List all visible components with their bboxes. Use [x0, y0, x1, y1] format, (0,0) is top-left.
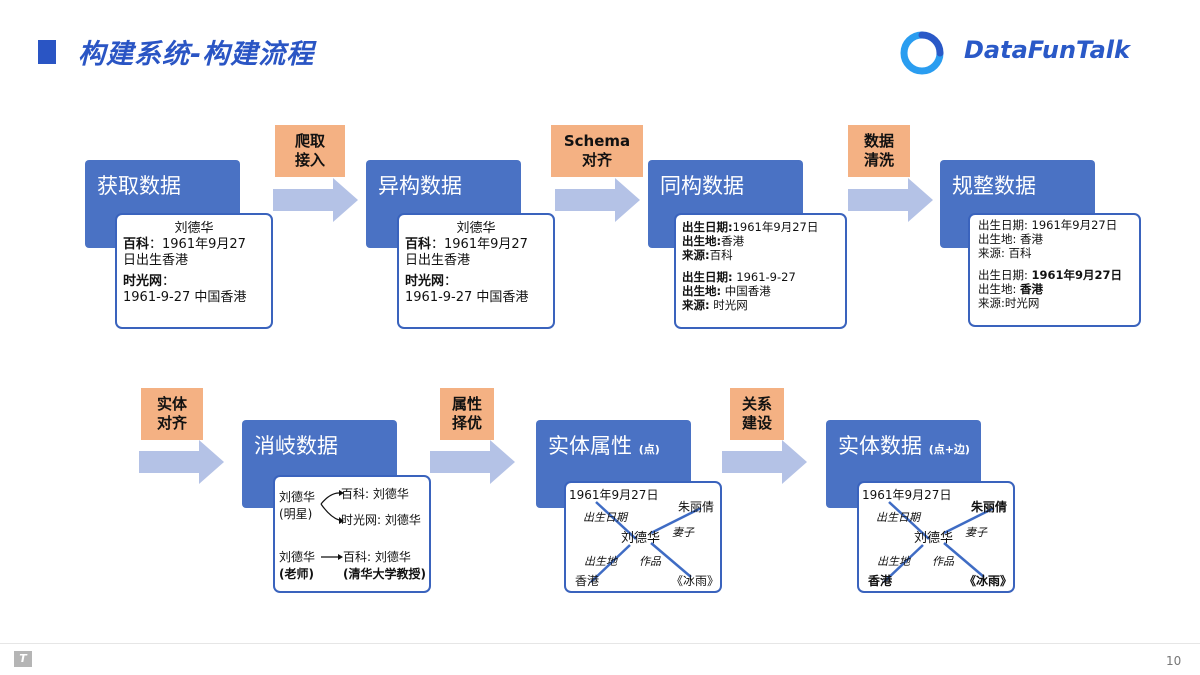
- entity-name: 刘德华: [279, 550, 316, 564]
- entity-graph-edges: [883, 501, 995, 583]
- field-row: 出生日期: 1961年9月27日: [978, 268, 1123, 282]
- flow-arrow: [139, 440, 224, 484]
- source-label: 时光网: 刘德华: [341, 513, 421, 527]
- card-entity-name: 刘德华: [174, 221, 214, 236]
- node-birthdate: 1961年9月27日: [862, 488, 952, 502]
- card-baike-line: 百科：1961年9月27: [405, 237, 528, 252]
- field-row: 来源: 百科: [978, 246, 1032, 260]
- card-normalized-data: 出生日期: 1961年9月27日 出生地: 香港 来源: 百科 出生日期: 19…: [968, 213, 1141, 327]
- attribute-graph-edges: [590, 501, 702, 583]
- card-homogeneous-data: 出生日期:1961年9月27日 出生地:香港 来源:百科 出生日期: 1961-…: [674, 213, 847, 329]
- flow-arrow: [722, 440, 807, 484]
- disambiguation-links: [320, 490, 344, 560]
- flow-arrow: [430, 440, 515, 484]
- field-row: 出生地: 香港: [978, 282, 1044, 296]
- node-work: 《冰雨》: [671, 574, 720, 588]
- field-row: 出生日期:1961年9月27日: [682, 220, 819, 234]
- flow-arrow: [848, 178, 933, 222]
- edge-label-birthdate: 出生日期: [583, 511, 627, 524]
- edge-label-spouse: 妻子: [672, 526, 694, 539]
- card-baike-line2: 日出生香港: [123, 253, 189, 268]
- edge-label-birthplace: 出生地: [584, 555, 617, 568]
- field-row: 来源:百科: [682, 248, 733, 262]
- source-label: 百科: 刘德华: [343, 550, 411, 564]
- node-spouse: 朱丽倩: [971, 500, 1008, 514]
- flow-arrow: [273, 178, 358, 222]
- card-entity-graph: 1961年9月27日 出生日期 朱丽倩 妻子 刘德华 出生地 作品 香港 《冰雨…: [857, 481, 1015, 593]
- source-label: (清华大学教授): [343, 567, 426, 581]
- flow-arrow: [555, 178, 640, 222]
- card-sgw-label-line: 时光网：: [405, 274, 458, 289]
- op-relation-build: 关系建设: [730, 388, 784, 440]
- node-center-entity: 刘德华: [621, 531, 661, 546]
- node-birthplace: 香港: [575, 574, 600, 588]
- datafun-logo-text: DataFunTalk: [964, 36, 1130, 64]
- stage-normalized-data: 规整数据: [940, 160, 1095, 248]
- card-baike-line: 百科：1961年9月27: [123, 237, 246, 252]
- op-data-cleaning: 数据清洗: [848, 125, 910, 177]
- node-work: 《冰雨》: [964, 574, 1013, 588]
- op-entity-align: 实体对齐: [141, 388, 203, 440]
- node-center-entity: 刘德华: [914, 531, 954, 546]
- datafun-logo-icon: [900, 31, 944, 75]
- card-sgw-line: 1961-9-27 中国香港: [405, 290, 529, 305]
- field-row: 出生地: 香港: [978, 232, 1044, 246]
- card-attribute-graph: 1961年9月27日 出生日期 朱丽倩 妻子 刘德华 出生地 作品 香港 《冰雨…: [564, 481, 722, 593]
- source-label: 百科: 刘德华: [341, 487, 409, 501]
- edge-label-spouse: 妻子: [965, 526, 987, 539]
- edge-label-birthdate: 出生日期: [876, 511, 920, 524]
- field-row: 来源:时光网: [978, 296, 1040, 310]
- node-birthplace: 香港: [868, 574, 893, 588]
- field-row: 出生地:香港: [682, 234, 745, 248]
- card-disambiguation: 刘德华 (明星) 百科: 刘德华 时光网: 刘德华 刘德华 (老师) 百科: 刘…: [273, 475, 431, 593]
- field-row: 来源: 时光网: [682, 298, 748, 312]
- card-sgw-label-line: 时光网：: [123, 274, 176, 289]
- node-spouse: 朱丽倩: [678, 500, 715, 514]
- footer-logo-icon: T: [14, 651, 32, 667]
- card-heterogeneous-data: 刘德华 百科：1961年9月27 日出生香港 时光网： 1961-9-27 中国…: [397, 213, 555, 329]
- page-title: 构建系统-构建流程: [78, 39, 315, 70]
- edge-label-work: 作品: [932, 555, 954, 568]
- entity-role: (明星): [279, 507, 313, 521]
- footer-divider: [0, 643, 1200, 644]
- card-sgw-line: 1961-9-27 中国香港: [123, 290, 247, 305]
- edge-label-birthplace: 出生地: [877, 555, 910, 568]
- node-birthdate: 1961年9月27日: [569, 488, 659, 502]
- field-row: 出生日期: 1961-9-27: [682, 270, 796, 284]
- entity-role: (老师): [279, 567, 314, 581]
- op-crawl-ingest: 爬取接入: [275, 125, 345, 177]
- field-row: 出生日期: 1961年9月27日: [978, 218, 1118, 232]
- op-attribute-select: 属性择优: [440, 388, 494, 440]
- edge-label-work: 作品: [639, 555, 661, 568]
- entity-name: 刘德华: [279, 490, 316, 504]
- card-raw-data: 刘德华 百科：1961年9月27 日出生香港 时光网： 1961-9-27 中国…: [115, 213, 273, 329]
- title-marker: [38, 40, 56, 64]
- card-baike-line2: 日出生香港: [405, 253, 471, 268]
- page-number: 10: [1166, 654, 1182, 668]
- card-entity-name: 刘德华: [456, 221, 496, 236]
- field-row: 出生地: 中国香港: [682, 284, 771, 298]
